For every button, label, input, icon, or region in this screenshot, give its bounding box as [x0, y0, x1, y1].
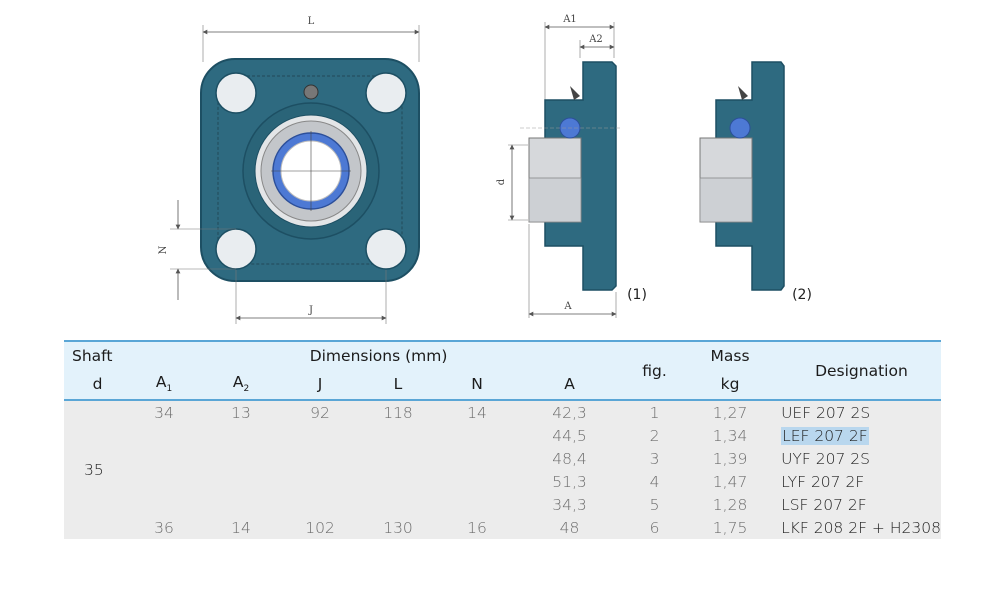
side-view-1: A1 A2 d A (1): [496, 14, 647, 318]
fig-label-2: (2): [792, 287, 812, 303]
header-dimensions: Dimensions (mm): [131, 341, 627, 369]
cell-a: 48,4: [552, 449, 587, 468]
cell-j: 92: [310, 403, 330, 422]
cell-a2: 13: [231, 403, 251, 422]
table-row: 36 14 102 130 16 48 6 1,75 LKF 208 2F + …: [64, 516, 942, 539]
cell-fig: 2: [649, 426, 660, 445]
header-a1-label: A: [155, 373, 167, 392]
dim-label-d: d: [496, 178, 507, 185]
header-l: L: [355, 369, 441, 400]
cell-n: [441, 447, 513, 470]
cell-fig: 5: [649, 495, 660, 514]
cell-fig: 6: [649, 518, 660, 537]
cell-l: [355, 424, 441, 447]
front-view: L N J: [158, 16, 420, 324]
cell-n: [441, 424, 513, 447]
cell-n: [441, 470, 513, 493]
cell-a1: [131, 493, 197, 516]
bolt-hole-top-left: [215, 72, 257, 114]
cell-fig: 1: [649, 403, 660, 422]
selected-designation[interactable]: LEF 207 2F: [781, 426, 869, 445]
cell-a2: [197, 424, 285, 447]
header-a1: A1: [131, 369, 197, 400]
cell-j: [285, 470, 355, 493]
cell-designation: UYF 207 2S: [781, 449, 870, 468]
cell-a: 51,3: [552, 472, 587, 491]
header-j: J: [285, 369, 355, 400]
cell-a2: [197, 447, 285, 470]
cell-j: [285, 493, 355, 516]
fig-label-1: (1): [627, 287, 647, 303]
cell-designation: UEF 207 2S: [781, 403, 871, 422]
cell-a: 42,3: [552, 403, 587, 422]
header-shaft: Shaft: [64, 341, 131, 369]
header-a: A: [513, 369, 627, 400]
dimensions-table: Shaft Dimensions (mm) fig. Mass Designat…: [64, 340, 942, 539]
header-mass: Mass: [683, 341, 778, 369]
shaft-diameter-cell: 35: [64, 400, 131, 539]
header-fig: fig.: [626, 341, 684, 400]
cell-fig: 3: [649, 449, 660, 468]
table-row: 48,4 3 1,39 UYF 207 2S: [64, 447, 942, 470]
technical-drawing: L N J A1: [158, 14, 812, 324]
cell-mass: 1,47: [712, 472, 748, 491]
cell-mass: 1,28: [712, 495, 748, 514]
cell-a2: 14: [231, 518, 251, 537]
dim-label-L: L: [308, 16, 315, 27]
cell-l: [355, 447, 441, 470]
header-d: d: [64, 369, 131, 400]
bolt-hole-top-right: [365, 72, 407, 114]
dim-label-N: N: [158, 245, 169, 254]
cell-fig: 4: [649, 472, 660, 491]
cell-a1: [131, 470, 197, 493]
cell-mass: 1,39: [712, 449, 748, 468]
cell-l: 118: [383, 403, 413, 422]
cell-designation: LYF 207 2F: [781, 472, 865, 491]
side-view-2: (2): [699, 61, 812, 303]
cell-a2: [197, 470, 285, 493]
header-n: N: [441, 369, 513, 400]
cell-designation: LSF 207 2F: [781, 495, 867, 514]
cell-n: 16: [467, 518, 487, 537]
cell-designation[interactable]: LEF 207 2F: [777, 424, 941, 447]
header-a2-sub: 2: [243, 384, 250, 395]
cell-mass: 1,34: [712, 426, 748, 445]
cell-j: [285, 447, 355, 470]
dim-label-J: J: [308, 305, 313, 316]
table-row: 51,3 4 1,47 LYF 207 2F: [64, 470, 942, 493]
table-row: 34,3 5 1,28 LSF 207 2F: [64, 493, 942, 516]
cell-a: 34,3: [552, 495, 587, 514]
dim-label-A1: A1: [562, 14, 577, 25]
cell-j: [285, 424, 355, 447]
cell-a1: 36: [154, 518, 174, 537]
cell-designation: LKF 208 2F + H2308: [781, 518, 941, 537]
cell-l: [355, 493, 441, 516]
cell-l: 130: [383, 518, 413, 537]
header-a2: A2: [197, 369, 285, 400]
dim-label-A2: A2: [588, 34, 603, 45]
cell-a1: [131, 447, 197, 470]
cell-mass: 1,75: [712, 518, 748, 537]
cell-a1: [131, 424, 197, 447]
cell-a2: [197, 493, 285, 516]
bolt-hole-bottom-right: [365, 228, 407, 270]
cell-l: [355, 470, 441, 493]
cell-n: 14: [467, 403, 487, 422]
bolt-hole-bottom-left: [215, 228, 257, 270]
dim-label-A: A: [563, 301, 572, 312]
header-a2-label: A: [232, 373, 244, 392]
cell-a: 48: [559, 518, 580, 537]
header-mass-unit: kg: [683, 369, 778, 400]
header-designation: Designation: [777, 341, 942, 400]
table-row: 35 34 13 92 118 14 42,3 1 1,27 UEF 207 2…: [64, 400, 942, 539]
cell-a1: 34: [154, 403, 174, 422]
cell-a: 44,5: [552, 426, 587, 445]
cell-mass: 1,27: [712, 403, 748, 422]
table-row: 44,5 2 1,34 LEF 207 2F: [64, 424, 942, 447]
cell-n: [441, 493, 513, 516]
header-a1-sub: 1: [166, 384, 173, 395]
cell-j: 102: [305, 518, 335, 537]
